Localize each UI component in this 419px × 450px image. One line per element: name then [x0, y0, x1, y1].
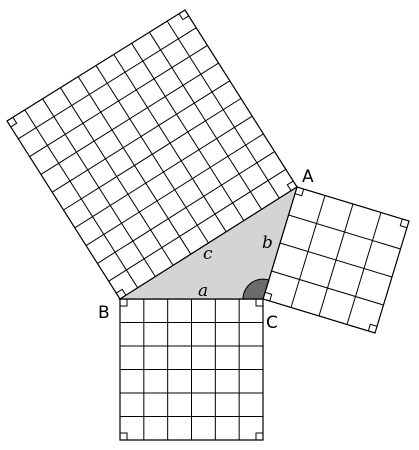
square-on-side-a	[119, 298, 264, 441]
vertex-label-b: B	[98, 303, 110, 323]
corner-mark	[10, 117, 18, 128]
grid-line	[40, 62, 219, 175]
side-label-a: a	[198, 281, 208, 301]
corner-mark	[115, 288, 127, 296]
corner-mark	[255, 299, 263, 307]
corner-mark	[178, 13, 190, 21]
grid-line	[24, 109, 139, 289]
square-on-side-b	[262, 186, 410, 334]
grid-line	[279, 242, 393, 278]
grid-line	[288, 214, 401, 250]
corner-mark	[120, 432, 128, 440]
corner-mark	[399, 218, 408, 229]
grid-line	[95, 65, 209, 244]
grid-line	[18, 27, 197, 140]
corner-mark	[120, 299, 128, 307]
vertex-label-c: C	[266, 313, 278, 333]
side-label-b: b	[262, 233, 273, 253]
side-label-c: c	[203, 244, 213, 264]
grid-line	[77, 76, 192, 255]
vertex-label-a: A	[302, 167, 314, 187]
corner-mark	[264, 291, 273, 302]
grid-line	[42, 98, 156, 277]
grid-line	[59, 87, 174, 266]
squares-group	[6, 9, 410, 441]
right-angle-marker	[242, 278, 270, 300]
corner-mark	[367, 323, 378, 332]
corner-mark	[286, 180, 294, 192]
triangle-outline	[117, 185, 299, 300]
grid-line	[346, 212, 382, 325]
square-on-side-c	[6, 9, 298, 300]
grid-line	[29, 44, 208, 158]
corner-mark	[294, 188, 305, 197]
grid-line	[51, 80, 231, 193]
corner-mark	[255, 432, 263, 440]
